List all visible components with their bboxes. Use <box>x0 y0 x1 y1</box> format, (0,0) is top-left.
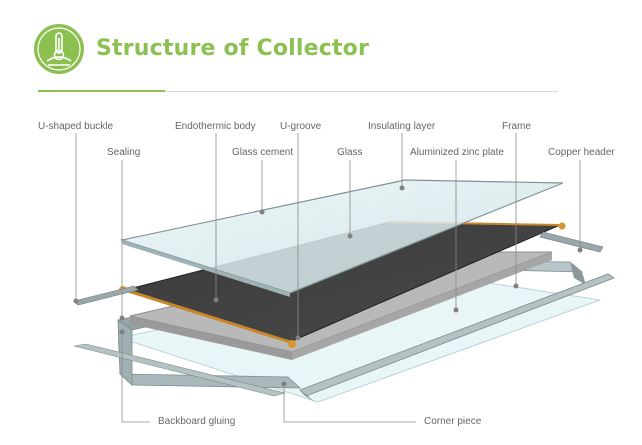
collector-logo <box>33 23 85 75</box>
corner-piece <box>300 390 314 402</box>
label-endothermic-body: Endothermic body <box>175 121 256 132</box>
leader-dots <box>73 185 583 387</box>
label-glass-cement: Glass cement <box>232 147 294 158</box>
label-corner-piece: Corner piece <box>424 416 482 427</box>
copper-header-end <box>558 222 566 230</box>
frame-rail-right <box>570 262 586 285</box>
u-shaped-buckle-right <box>539 231 604 253</box>
page-title: Structure of Collector <box>96 36 370 61</box>
header-pipe-bottom <box>124 288 291 344</box>
thermometer-sun-icon <box>34 24 84 74</box>
label-frame: Frame <box>502 121 531 132</box>
copper-header-end <box>288 340 296 348</box>
header-accent-divider <box>38 90 165 92</box>
label-insulating-layer: Insulating layer <box>368 121 436 132</box>
insulating-layer-edge <box>130 316 292 360</box>
leader-lines <box>75 133 581 423</box>
label-glass: Glass <box>337 147 363 158</box>
u-shaped-buckle-left <box>73 285 139 306</box>
label-backboard-gluing: Backboard gluing <box>158 416 236 427</box>
label-u-groove: U-groove <box>280 121 322 132</box>
label-aluminized-zinc-plate: Aluminized zinc plate <box>410 147 504 158</box>
label-sealing: Sealing <box>107 147 141 158</box>
sealing-strip-left <box>73 343 287 397</box>
label-u-shaped-buckle: U-shaped buckle <box>38 121 114 132</box>
glass-panel-edge <box>122 240 290 297</box>
label-copper-header: Copper header <box>548 147 615 158</box>
insulating-layer-side <box>292 252 552 360</box>
header-divider <box>38 91 558 92</box>
